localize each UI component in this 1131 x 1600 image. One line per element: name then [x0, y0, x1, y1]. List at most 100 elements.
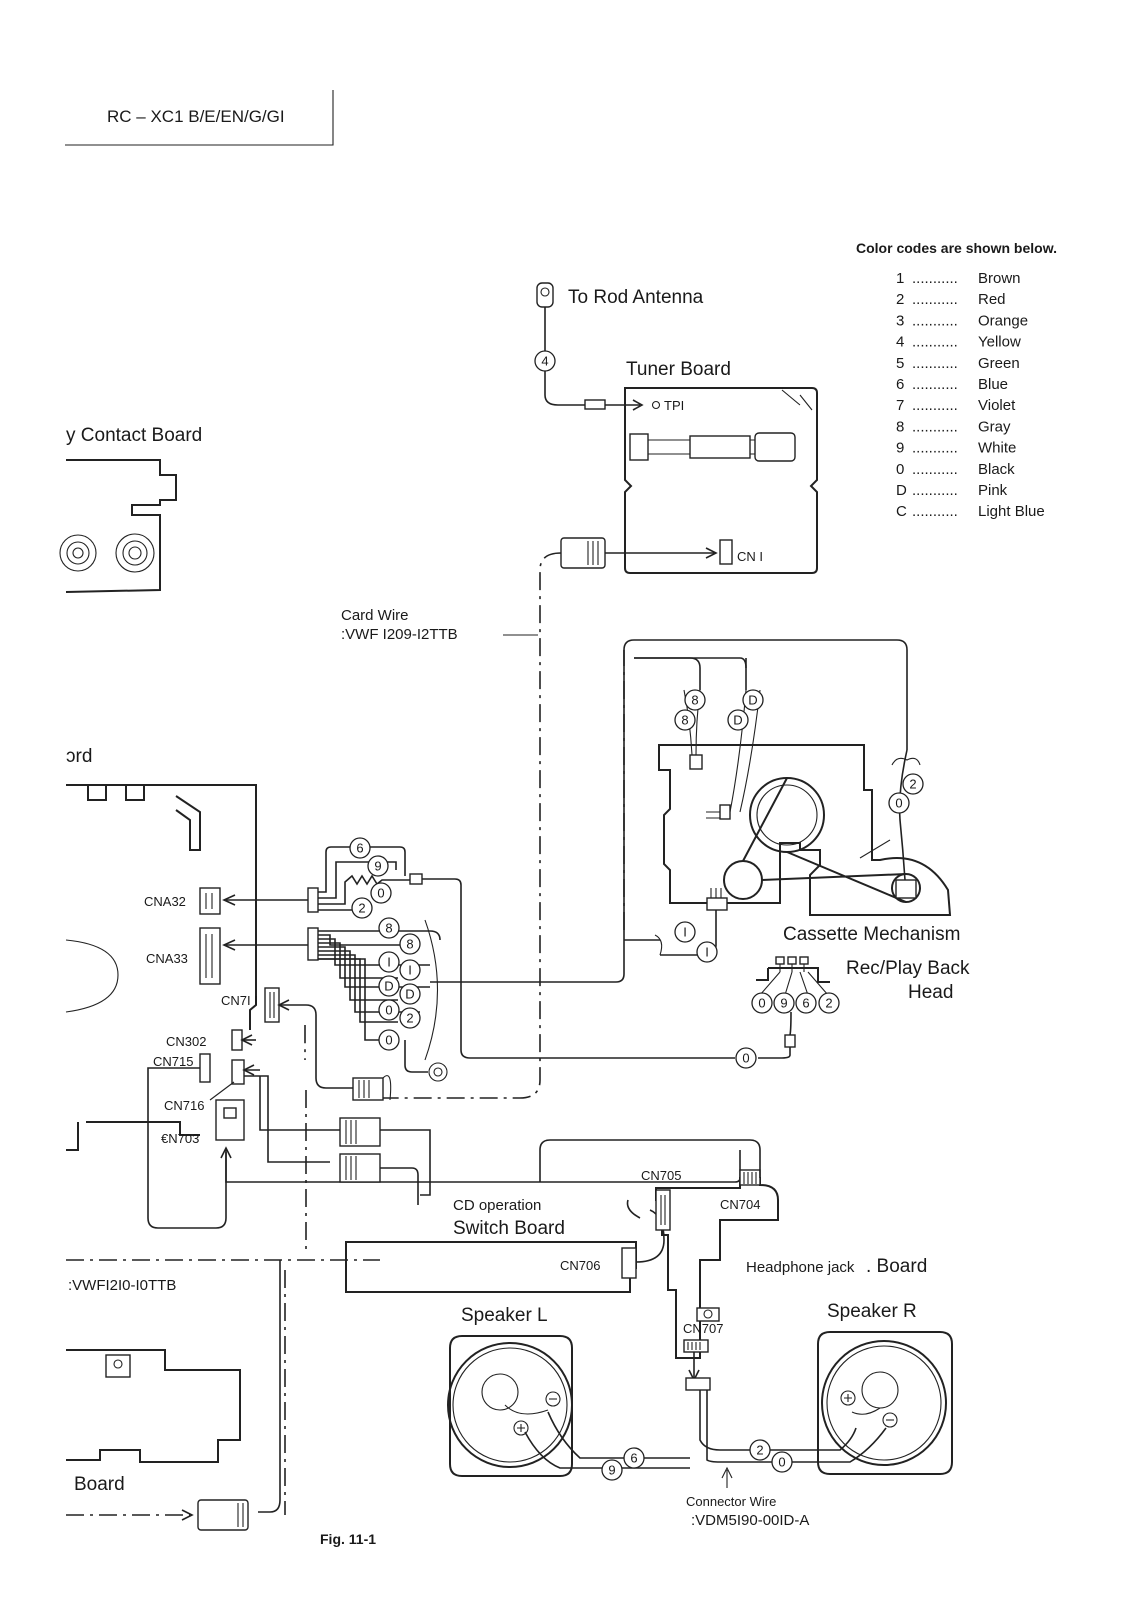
tuner-board: Tuner Board TPI CN I	[624, 359, 818, 574]
cn302-label: CN302	[166, 1034, 206, 1049]
wire-number: 0	[742, 1051, 749, 1066]
wire-number: I	[683, 925, 687, 940]
card-wire-part: :VWF I209-I2TTB	[341, 626, 458, 643]
legend-row: 1........... Brown	[896, 270, 1021, 287]
connector-wire: Connector Wire :VDM5I90-00ID-A	[686, 1466, 809, 1529]
legend-row: 9........... White	[896, 440, 1016, 457]
legend-row: 2...........Red	[896, 291, 1006, 308]
cn711-label: CN7I I	[221, 993, 258, 1008]
wire-number: 2	[825, 996, 832, 1011]
cn706-label: CN706	[560, 1258, 600, 1273]
wire-number: 0	[758, 996, 765, 1011]
wire-number: 0	[377, 886, 384, 901]
speaker-wire-connector	[685, 1377, 711, 1391]
legend-code: 5	[896, 355, 904, 372]
color-code-legend: Color codes are shown below. 1..........…	[856, 240, 1057, 520]
legend-row: 7...........Violet	[896, 397, 1016, 414]
connector-wire-part: :VDM5I90-00ID-A	[691, 1512, 809, 1529]
speaker-left: Speaker L	[447, 1305, 690, 1477]
wire-part-label: :VWFI2I0-I0TTB	[68, 1277, 176, 1294]
cna33-label: CNA33	[146, 951, 188, 966]
rec-play-label-1: Rec/Play Back	[846, 958, 970, 979]
rec-play-head: Rec/Play Back Head	[756, 956, 970, 1059]
legend-color-name: Violet	[978, 397, 1016, 414]
rec-play-label-2: Head	[908, 982, 953, 1003]
cassette-mechanism-label: Cassette Mechanism	[783, 924, 960, 945]
wire-number: I	[705, 945, 709, 960]
legend-dots: ...........	[912, 440, 958, 457]
legend-row: 0...........Black	[896, 461, 1015, 478]
legend-code: 6	[896, 376, 904, 393]
legend-code: 0	[896, 461, 904, 478]
legend-dots: ...........	[912, 270, 958, 287]
switch-board: CD operation Switch Board CN706	[345, 1197, 665, 1293]
tuner-board-label: Tuner Board	[626, 359, 731, 380]
cna32-connector: CNA32	[144, 887, 308, 915]
wire-number: 6	[802, 996, 809, 1011]
headphone-jack-board: CN705 CN704 Headphone jack . Board CN707	[539, 1139, 927, 1382]
legend-row: D...........Pink	[896, 482, 1008, 499]
legend-code: 3	[896, 312, 904, 329]
wire-number: 4	[541, 354, 548, 369]
main-board: ɔrd	[65, 746, 257, 1151]
cn716-connector: CN716	[164, 1059, 330, 1163]
legend-row: 8........... Gray	[896, 418, 1011, 435]
wire-number: 9	[780, 996, 787, 1011]
tp1-label: TPI	[664, 398, 684, 413]
legend-code: D	[896, 482, 907, 499]
headphone-jack-label: Headphone jack	[746, 1259, 855, 1276]
legend-code: 1	[896, 270, 904, 287]
legend-color-name: Gray	[978, 418, 1011, 435]
contact-board: y Contact Board	[59, 425, 202, 593]
legend-dots: ...........	[912, 482, 958, 499]
wire-number: D	[384, 979, 393, 994]
header-frame	[65, 90, 334, 146]
card-wire-title: Card Wire	[341, 607, 409, 624]
switch-board-label: Switch Board	[453, 1218, 565, 1239]
speaker-plus-terminal-icon	[513, 1420, 529, 1436]
legend-code: 4	[896, 334, 904, 351]
wire-number: 8	[681, 713, 688, 728]
legend-color-name: Blue	[978, 376, 1008, 393]
cna33-harness	[307, 919, 448, 1082]
speaker-plus-terminal-icon	[840, 1390, 856, 1406]
legend-code: 2	[896, 291, 904, 308]
wire-number: 6	[630, 1451, 637, 1466]
cn1-label: CN I	[737, 549, 763, 564]
wire-connector-1	[352, 1075, 392, 1101]
rod-antenna: To Rod Antenna	[536, 282, 704, 411]
legend-dots: ...........	[912, 418, 958, 435]
legend-color-name: White	[978, 440, 1016, 457]
bottom-board-label: Board	[74, 1474, 125, 1495]
legend-code: 8	[896, 418, 904, 435]
wire-number: 6	[356, 841, 363, 856]
model-header: RC – XC1 B/E/EN/G/GI	[107, 107, 285, 126]
speaker-minus-terminal-icon	[545, 1391, 561, 1407]
legend-color-name: Red	[978, 291, 1006, 308]
legend-code: 9	[896, 440, 904, 457]
wire-number: D	[733, 713, 742, 728]
cn716-label: CN716	[164, 1098, 204, 1113]
wire-number: 2	[406, 1011, 413, 1026]
wire-number: 0	[385, 1003, 392, 1018]
wire-number: 2	[756, 1443, 763, 1458]
headphone-jack-icon	[696, 1307, 720, 1322]
wire-number: 2	[358, 901, 365, 916]
wire-number: 0	[895, 796, 902, 811]
legend-color-name: Brown	[978, 270, 1021, 287]
legend-row: 4...........Yellow	[896, 334, 1021, 351]
cd-operation-label: CD operation	[453, 1197, 541, 1214]
legend-color-name: Green	[978, 355, 1020, 372]
legend-title: Color codes are shown below.	[856, 240, 1057, 256]
cna33-connector: CNA33	[146, 927, 308, 985]
cna32-label: CNA32	[144, 894, 186, 909]
cn302-connector: CN302	[166, 1029, 256, 1051]
wire-number: 9	[374, 859, 381, 874]
wire-number: D	[748, 693, 757, 708]
legend-color-name: Light Blue	[978, 503, 1045, 520]
legend-dots: ...........	[912, 355, 958, 372]
wire-number: D	[405, 987, 414, 1002]
cn1-connector	[719, 539, 733, 565]
legend-code: C	[896, 503, 907, 520]
